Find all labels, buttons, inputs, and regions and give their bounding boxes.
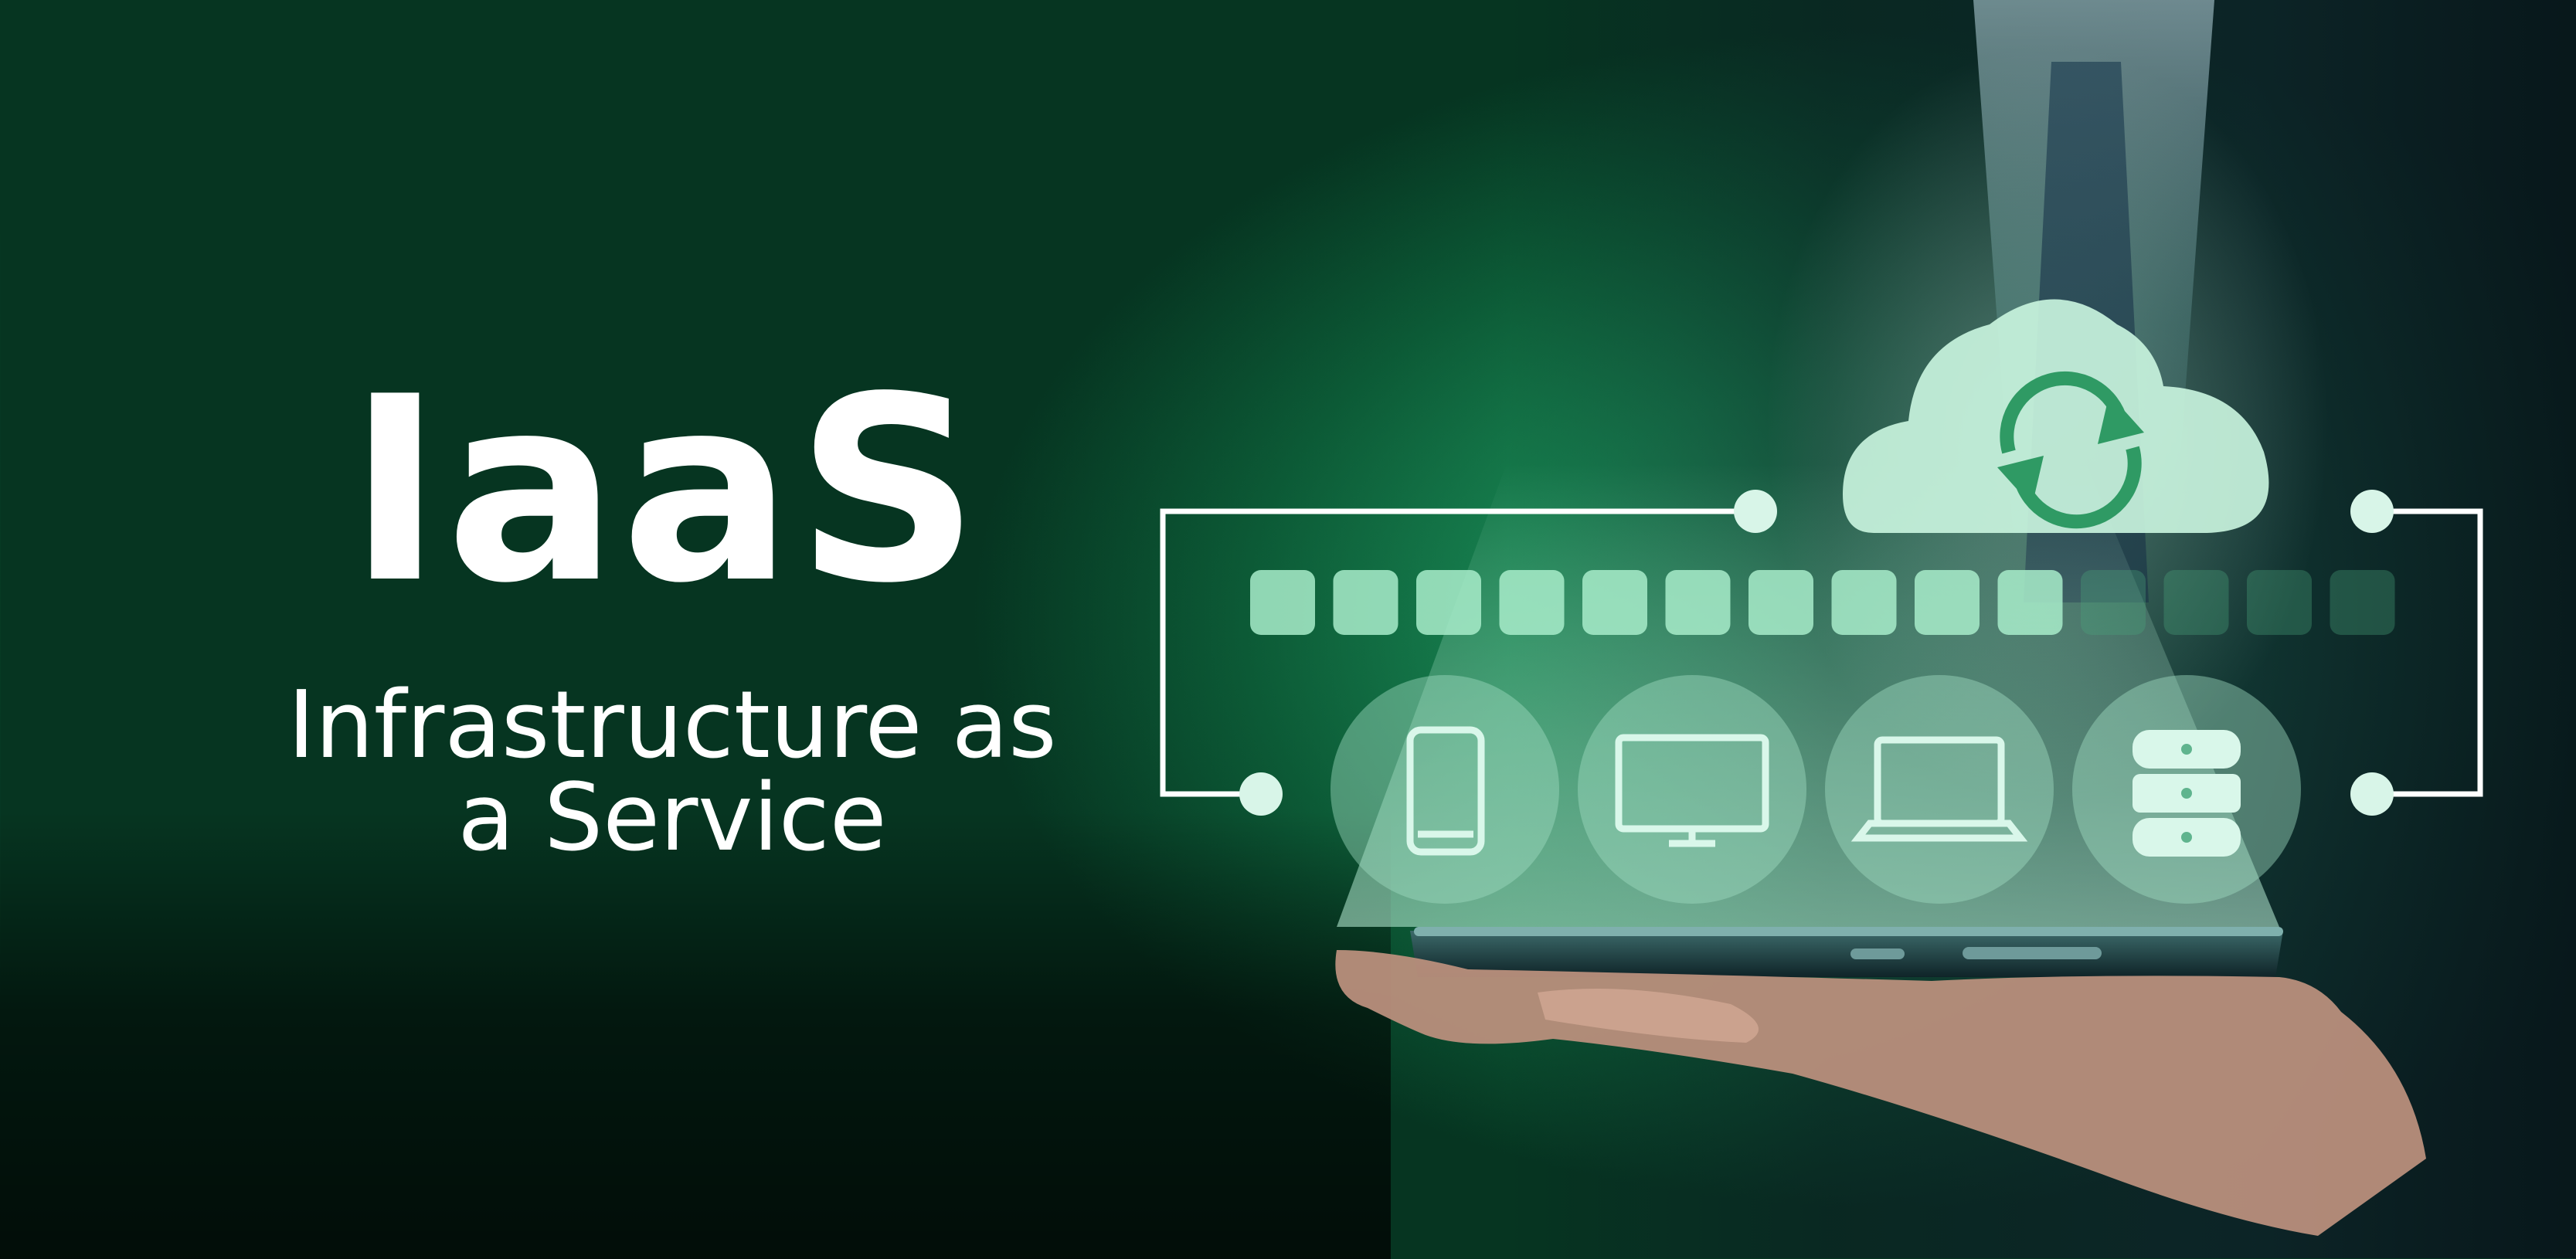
background-dark-band bbox=[0, 811, 1391, 1259]
monitor-icon bbox=[1615, 734, 1769, 847]
progress-block-filled bbox=[1499, 570, 1565, 635]
progress-block-filled bbox=[1831, 570, 1897, 635]
progress-block-filled bbox=[1416, 570, 1481, 635]
page-subtitle: Infrastructure as a Service bbox=[232, 680, 1113, 865]
connector-lines bbox=[1160, 508, 2483, 797]
connector-node bbox=[1734, 490, 1777, 533]
device-circle-smartphone bbox=[1330, 675, 1559, 904]
progress-block-filled bbox=[1333, 570, 1398, 635]
progress-block-empty bbox=[2081, 570, 2146, 635]
connector-node bbox=[2350, 772, 2394, 816]
progress-block-filled bbox=[1915, 570, 1980, 635]
progress-block-empty bbox=[2330, 570, 2395, 635]
database-icon bbox=[2133, 730, 2241, 857]
progress-block-filled bbox=[1582, 570, 1647, 635]
smartphone-device bbox=[1410, 927, 2283, 977]
progress-bar bbox=[1250, 570, 2395, 635]
connector-nodes bbox=[1239, 490, 2394, 816]
progress-block-filled bbox=[1997, 570, 2063, 635]
device-circle-laptop bbox=[1825, 675, 2054, 904]
subtitle-line-2: a Service bbox=[457, 765, 887, 872]
progress-block-filled bbox=[1665, 570, 1731, 635]
progress-block-filled bbox=[1748, 570, 1813, 635]
subtitle-line-1: Infrastructure as bbox=[287, 672, 1057, 779]
device-circle-database bbox=[2072, 675, 2301, 904]
cloud-sync-icon bbox=[1843, 299, 2269, 533]
progress-block-filled bbox=[1250, 570, 1315, 635]
progress-block-empty bbox=[2247, 570, 2312, 635]
hand bbox=[1335, 950, 2426, 1236]
smartphone-icon bbox=[1406, 726, 1485, 856]
connector-node bbox=[2350, 490, 2394, 533]
page-title: IaaS bbox=[348, 342, 983, 639]
progress-block-empty bbox=[2163, 570, 2229, 635]
laptop-icon bbox=[1850, 736, 2028, 842]
connector-node bbox=[1239, 772, 1283, 816]
device-circle-monitor bbox=[1578, 675, 1806, 904]
